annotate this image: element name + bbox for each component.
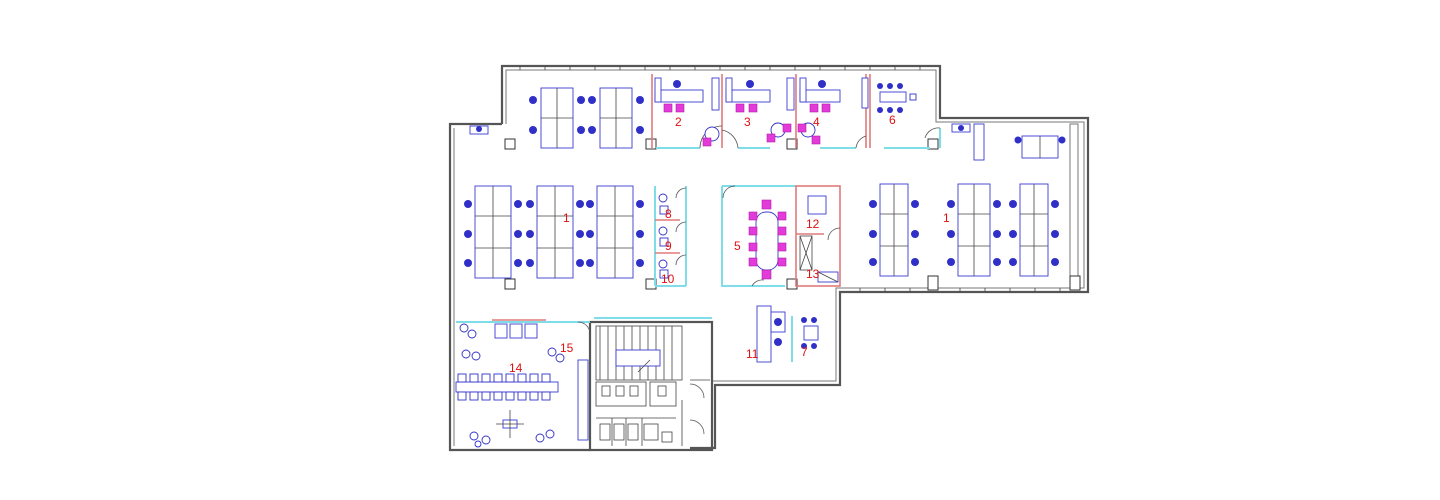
label-conference: 5 [734, 239, 741, 253]
conference-room [721, 185, 796, 287]
label-corridor: 15 [560, 341, 574, 355]
workstations-left [464, 185, 644, 279]
label-office-a: 2 [675, 115, 682, 129]
label-phone-booth-c: 10 [661, 272, 675, 286]
label-reception: 11 [746, 347, 759, 361]
workstations-right [869, 123, 1066, 277]
label-server-room: 12 [806, 217, 820, 231]
label-office-b: 3 [744, 115, 751, 129]
structural-columns [504, 138, 1081, 291]
phone-booths [654, 186, 687, 287]
label-phone-booth-b: 9 [665, 239, 672, 253]
label-workstations-left: 1 [563, 211, 570, 225]
room-labels: 1 1 2 3 4 5 6 7 8 9 10 11 12 13 14 15 [509, 113, 950, 375]
workstations-top-left [469, 87, 644, 149]
lounge-area [455, 319, 591, 448]
server-storage [795, 185, 841, 287]
label-office-c: 4 [813, 115, 820, 129]
label-workstations-right: 1 [943, 211, 950, 225]
label-phone-booth-a: 8 [665, 207, 672, 221]
label-meeting-small: 7 [801, 345, 808, 359]
label-office-d: 6 [889, 113, 896, 127]
label-storage: 13 [806, 267, 820, 281]
reception-area [756, 305, 819, 363]
label-lounge: 14 [509, 361, 523, 375]
building-core [588, 317, 714, 452]
top-offices [651, 74, 941, 149]
